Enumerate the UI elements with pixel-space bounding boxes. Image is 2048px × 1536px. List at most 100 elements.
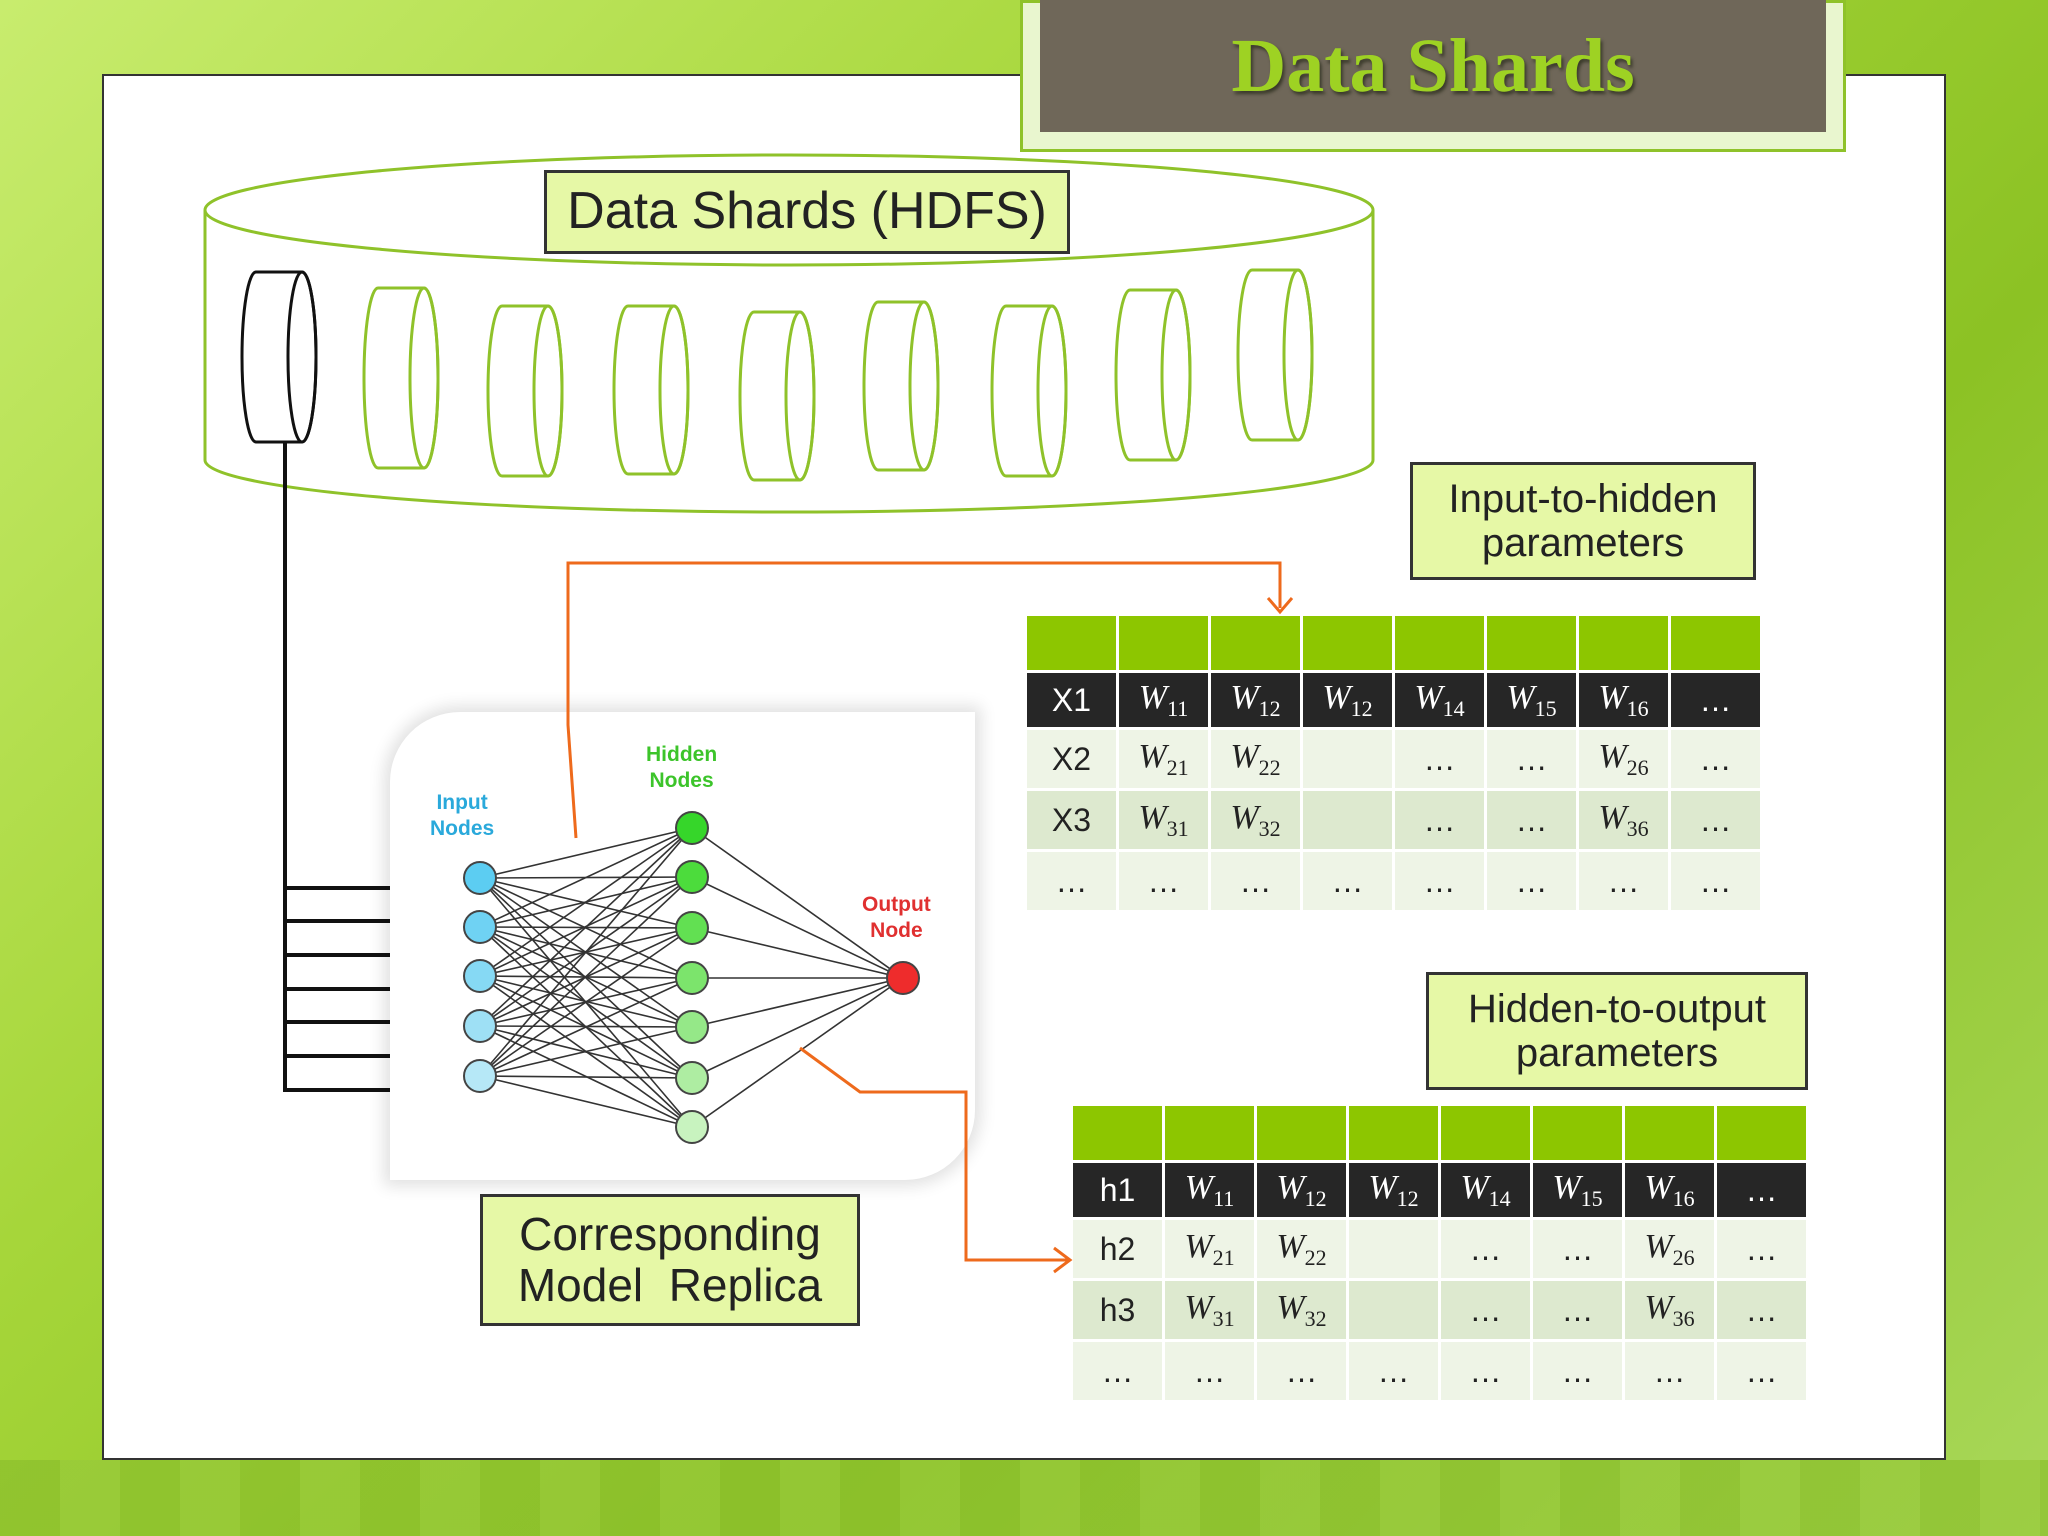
table-cell: W14 xyxy=(1395,673,1484,727)
table-cell: W31 xyxy=(1165,1281,1254,1339)
shard-cylinder xyxy=(990,304,1068,478)
model-replica-label: Corresponding Model Replica xyxy=(480,1194,860,1326)
hidden-node xyxy=(675,1010,709,1044)
table-cell xyxy=(1349,1220,1438,1278)
table-cell: … xyxy=(1671,791,1760,849)
table-cell: W36 xyxy=(1579,791,1668,849)
table-header-cell xyxy=(1303,616,1392,670)
table-cell: W11 xyxy=(1165,1163,1254,1217)
orange-arrowhead-ho xyxy=(1053,1246,1073,1274)
table-cell xyxy=(1303,791,1392,849)
table-cell: W32 xyxy=(1211,791,1300,849)
table-cell: W16 xyxy=(1579,673,1668,727)
table-cell: X2 xyxy=(1027,730,1116,788)
output-node xyxy=(886,961,920,995)
shard-cylinder xyxy=(362,286,440,470)
orange-arrowhead-ih xyxy=(1266,597,1294,615)
shard-face xyxy=(1282,268,1314,442)
shard-face xyxy=(1036,304,1068,478)
hdfs-cylinder-top xyxy=(203,153,1375,267)
shard-face xyxy=(286,270,318,444)
hidden-label-line1: Hidden xyxy=(646,743,718,766)
nn-edge xyxy=(691,977,904,1128)
nn-edge xyxy=(479,877,693,929)
table-cell: … xyxy=(1395,791,1484,849)
table-cell: … xyxy=(1349,1342,1438,1400)
shard-face xyxy=(1160,288,1192,462)
nn-edge xyxy=(691,827,904,979)
table-cell: … xyxy=(1671,673,1760,727)
title-banner: Data Shards xyxy=(1040,0,1826,132)
table-cell: X1 xyxy=(1027,673,1116,727)
shard-cylinder xyxy=(612,304,690,476)
table-cell xyxy=(1303,730,1392,788)
shard-cylinder xyxy=(486,304,564,478)
hidden-nodes-label: Hidden Nodes xyxy=(646,742,717,795)
replica-label-line2: Model Replica xyxy=(517,1259,823,1311)
table-cell: … xyxy=(1717,1220,1806,1278)
shard-face xyxy=(408,286,440,470)
table-cell: h1 xyxy=(1073,1163,1162,1217)
table-cell: … xyxy=(1441,1342,1530,1400)
table-cell: … xyxy=(1579,852,1668,910)
hidden-node xyxy=(675,811,709,845)
table-cell: W15 xyxy=(1487,673,1576,727)
slide-title: Data Shards xyxy=(1231,23,1635,108)
ho-label-line2: parameters xyxy=(1515,1031,1719,1075)
table-row: …………………… xyxy=(1027,852,1760,910)
shard-face xyxy=(532,304,564,478)
input-node xyxy=(463,1059,497,1093)
table-cell: W16 xyxy=(1625,1163,1714,1217)
orange-arrow-to-ih xyxy=(566,561,1282,839)
table-cell: W21 xyxy=(1119,730,1208,788)
table-header-cell xyxy=(1257,1106,1346,1160)
model-replica-panel xyxy=(390,712,975,1180)
hdfs-cylinder-body xyxy=(203,210,1375,514)
nn-edge xyxy=(479,876,693,1077)
nn-edge xyxy=(691,876,904,979)
table-header-cell xyxy=(1625,1106,1714,1160)
table-cell: W31 xyxy=(1119,791,1208,849)
nn-edge xyxy=(479,827,693,928)
table-cell: W14 xyxy=(1441,1163,1530,1217)
shard-cylinder xyxy=(862,300,940,472)
nn-edge xyxy=(479,927,693,1077)
ih-label-line1: Input-to-hidden xyxy=(1448,477,1718,521)
table-cell: … xyxy=(1119,852,1208,910)
table-header-cell xyxy=(1441,1106,1530,1160)
shard-cylinder xyxy=(1236,268,1314,442)
table-cell: … xyxy=(1395,730,1484,788)
table-header-cell xyxy=(1579,616,1668,670)
table-cell: … xyxy=(1441,1281,1530,1339)
table-cell: … xyxy=(1533,1220,1622,1278)
table-row: …………………… xyxy=(1073,1342,1806,1400)
nn-edge xyxy=(479,977,693,1077)
hidden-label-line2: Nodes xyxy=(649,769,714,793)
table-cell: W15 xyxy=(1533,1163,1622,1217)
table-header-cell xyxy=(1533,1106,1622,1160)
shard-cylinder xyxy=(738,310,816,482)
table-header-cell xyxy=(1073,1106,1162,1160)
input-label-line1: Input xyxy=(436,791,488,814)
nn-edge xyxy=(479,827,693,1077)
orange-arrow-to-ho xyxy=(799,1046,1068,1262)
ih-label-line2: parameters xyxy=(1481,521,1685,565)
table-header-row xyxy=(1027,616,1760,670)
output-label-line1: Output xyxy=(862,893,931,916)
nn-edge xyxy=(691,977,904,1079)
table-cell: W26 xyxy=(1625,1220,1714,1278)
table-cell: … xyxy=(1441,1220,1530,1278)
table-cell: W11 xyxy=(1119,673,1208,727)
table-cell: … xyxy=(1717,1342,1806,1400)
input-node xyxy=(463,861,497,895)
table-header-cell xyxy=(1395,616,1484,670)
table-cell: W21 xyxy=(1165,1220,1254,1278)
input-to-hidden-label: Input-to-hidden parameters xyxy=(1410,462,1756,580)
nn-edge xyxy=(479,1026,693,1077)
